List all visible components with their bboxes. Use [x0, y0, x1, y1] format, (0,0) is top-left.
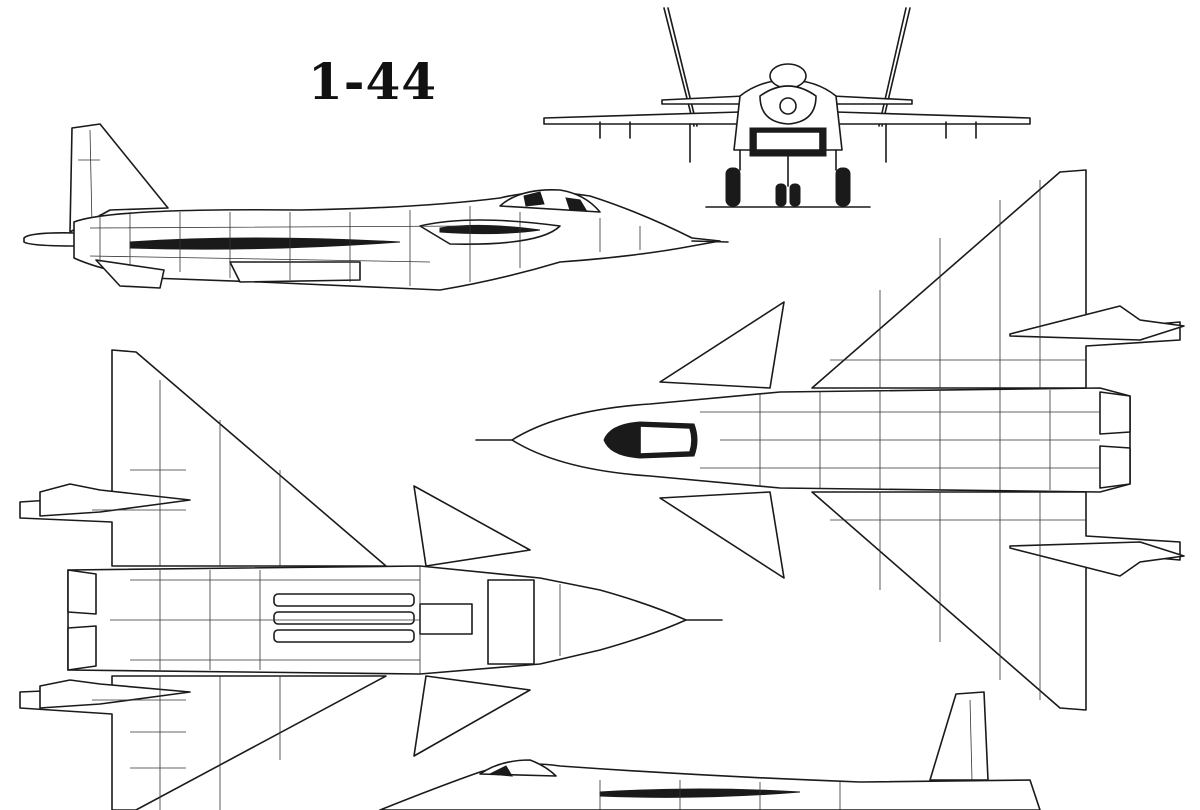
side-view-partial	[379, 691, 1041, 810]
top-view	[475, 169, 1185, 711]
side-view	[23, 123, 729, 291]
bottom-view	[19, 349, 723, 810]
front-view	[543, 7, 1031, 208]
drawing-title: 1-44	[307, 52, 438, 111]
